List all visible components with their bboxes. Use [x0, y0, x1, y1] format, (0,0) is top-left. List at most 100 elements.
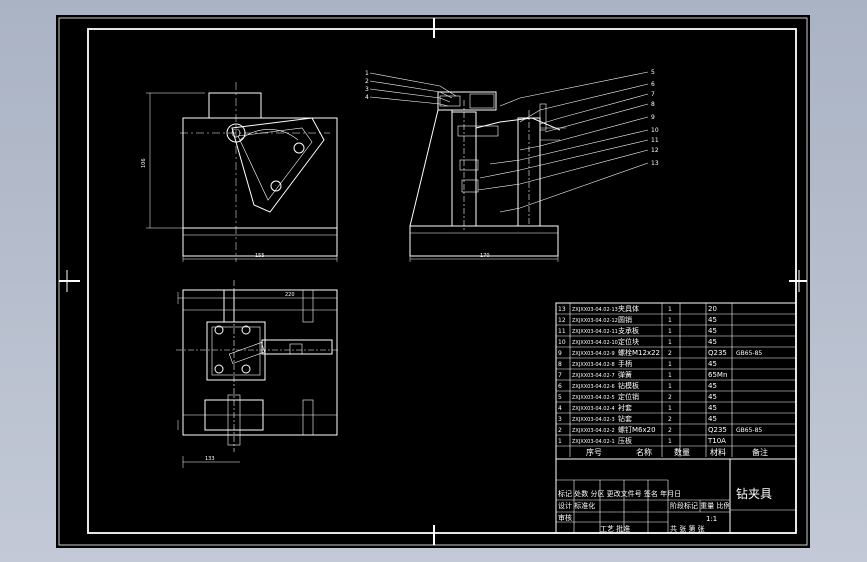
title-row-2: 设计 标准化: [558, 501, 595, 510]
bom-name: 圆销: [618, 315, 632, 324]
bom-name: 定位销: [618, 392, 639, 401]
bom-qty: 1: [668, 438, 672, 445]
bom-material: 45: [708, 415, 717, 423]
bom-header-note: 备注: [752, 447, 768, 457]
bom-no: 1: [558, 438, 562, 445]
title-block: 标记 处数 分区 更改文件号 签名 年月日 设计 标准化 审核 工艺 批准 阶段…: [555, 458, 797, 534]
drawing-title: 钻夹具: [736, 486, 772, 501]
side-width-dim: 170: [480, 253, 490, 259]
bom-header-qty: 数量: [674, 447, 690, 457]
title-sheet: 共 张 第 张: [670, 524, 705, 533]
balloon-8: 8: [651, 101, 655, 108]
bom-material: 45: [708, 404, 717, 412]
bom-name: 螺栓M12x22: [618, 348, 660, 357]
title-row-1: 标记 处数 分区 更改文件号 签名 年月日: [558, 489, 681, 498]
bom-name: 衬套: [618, 403, 632, 412]
title-row-3: 审核: [558, 513, 572, 522]
bom-code: ZXJXX03-04.02-11: [572, 329, 618, 335]
balloon-leaders: [369, 71, 649, 213]
bom-code: ZXJXX03-04.02-3: [572, 417, 615, 423]
bom-note: GB65-85: [736, 350, 762, 357]
bom-material: Q235: [708, 426, 727, 434]
balloon-10: 10: [651, 127, 659, 134]
title-scale: 1:1: [706, 515, 717, 523]
bom-name: 弹簧: [618, 370, 632, 379]
bom-code: ZXJXX03-04.02-13: [572, 307, 618, 313]
balloon-7: 7: [651, 91, 655, 98]
bom-material: 20: [708, 305, 717, 313]
balloon-numbers: 1 2 3 4 5 6 7 8 9 10 11 12 13: [365, 69, 659, 167]
bom-code: ZXJXX03-04.02-7: [572, 373, 615, 379]
bom-no: 8: [558, 361, 562, 368]
balloon-13: 13: [651, 160, 659, 167]
bom-code: ZXJXX03-04.02-5: [572, 395, 615, 401]
bom-name: 支承板: [618, 326, 639, 335]
bom-name: 压板: [618, 436, 632, 445]
bom-material: 45: [708, 360, 717, 368]
bom-qty: 1: [668, 306, 672, 313]
bom-qty: 1: [668, 361, 672, 368]
plan-top-dim: 220: [285, 292, 295, 298]
bom-no: 4: [558, 405, 562, 412]
balloon-6: 6: [651, 81, 655, 88]
bom-name: 螺钉M6x20: [618, 425, 656, 434]
title-stage-labels: 阶段标记 重量 比例: [670, 501, 730, 510]
bom-code: ZXJXX03-04.02-10: [572, 340, 618, 346]
centering-marks: [59, 18, 807, 545]
bom-material: T10A: [707, 437, 726, 445]
plan-view: 220 133: [176, 280, 340, 468]
title-row-4: 工艺 批准: [600, 524, 630, 533]
bom-no: 2: [558, 427, 562, 434]
bom-code: ZXJXX03-04.02-1: [572, 439, 615, 445]
bom-qty: 1: [668, 383, 672, 390]
bom-no: 3: [558, 416, 562, 423]
balloon-1: 1: [365, 70, 369, 77]
bom-qty: 2: [668, 394, 672, 401]
bom-header-name: 名称: [636, 447, 652, 457]
bom-header-no: 序号: [586, 447, 602, 457]
bom-qty: 1: [668, 405, 672, 412]
bom-name: 钻套: [618, 414, 632, 423]
bom-name: 手柄: [618, 359, 632, 368]
bom-no: 9: [558, 350, 562, 357]
bom-no: 11: [558, 328, 566, 335]
balloon-11: 11: [651, 137, 659, 144]
bom-material: 45: [708, 393, 717, 401]
bom-qty: 1: [668, 372, 672, 379]
balloon-5: 5: [651, 69, 655, 76]
bom-no: 7: [558, 372, 562, 379]
bom-code: ZXJXX03-04.02-9: [572, 351, 615, 357]
bom-name: 定位块: [618, 337, 639, 346]
balloon-3: 3: [365, 86, 369, 93]
balloon-4: 4: [365, 94, 369, 101]
bom-name: 钻模板: [618, 381, 639, 390]
bom-material: 45: [708, 382, 717, 390]
bom-no: 10: [558, 339, 566, 346]
bom-qty: 2: [668, 427, 672, 434]
bom-code: ZXJXX03-04.02-8: [572, 362, 615, 368]
bom-code: ZXJXX03-04.02-2: [572, 428, 615, 434]
bom-qty: 1: [668, 328, 672, 335]
bom-qty: 2: [668, 350, 672, 357]
bom-no: 5: [558, 394, 562, 401]
bom-no: 13: [558, 306, 566, 313]
bom-qty: 1: [668, 317, 672, 324]
sheet-background: [56, 15, 810, 548]
bom-code: ZXJXX03-04.02-4: [572, 406, 615, 412]
bom-material: 45: [708, 338, 717, 346]
balloon-9: 9: [651, 114, 655, 121]
plan-bottom-dim: 133: [205, 456, 215, 462]
bom-qty: 1: [668, 339, 672, 346]
bom-material: 45: [708, 316, 717, 324]
balloon-12: 12: [651, 147, 659, 154]
bom-no: 12: [558, 317, 566, 324]
bom-code: ZXJXX03-04.02-12: [572, 318, 618, 324]
front-view: 106 155: [141, 82, 338, 262]
front-width-dim: 155: [255, 253, 265, 259]
bom-name: 夹具体: [618, 304, 639, 313]
bom-no: 6: [558, 383, 562, 390]
front-height-dim: 106: [141, 158, 147, 168]
bom-material: Q235: [708, 349, 727, 357]
bom-material: 45: [708, 327, 717, 335]
